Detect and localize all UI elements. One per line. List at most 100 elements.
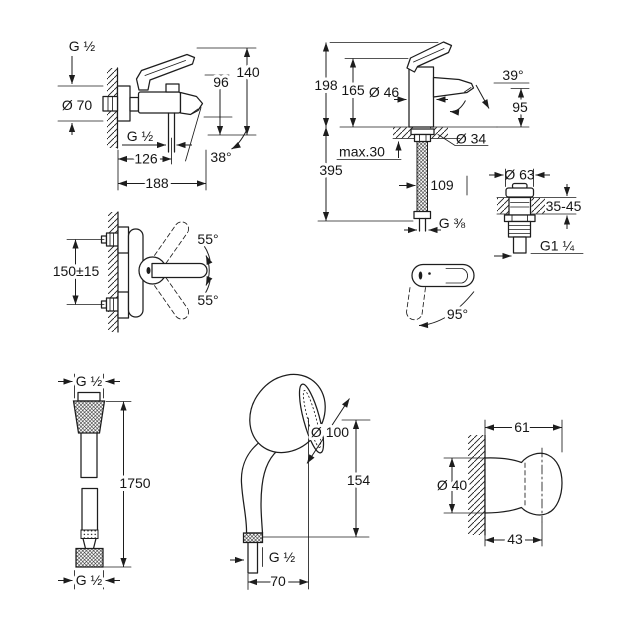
supply-hose [416,141,428,212]
lever-handle [135,53,196,91]
s-union [129,96,140,112]
tailpiece [512,236,527,254]
counter-hatch [531,198,545,214]
dim-drain-thread: G1 ¼ [540,238,575,254]
dim-holder-base-depth: 43 [507,531,523,547]
mounting-flange [410,128,435,136]
hand-shower-drawing: Ø 100 154 G ½ 70 [230,373,373,592]
thread-lines [508,225,531,234]
hose-fitting [413,210,432,220]
conical-nut [72,400,106,434]
dim-basin-spout-angle: 39° [502,67,523,83]
dim-mount-supply-distance: 150±15 [53,263,100,279]
hose-upper [80,432,98,479]
counter-hatch [430,127,448,139]
valve-body [508,196,532,216]
pivot-slot [418,271,423,280]
pivot-dot [428,272,431,275]
extension-lines [74,373,132,590]
lever-swing-drawing: 95° [406,263,475,329]
bath-mixer-drawing: G ½ Ø 70 96 140 G ½ 126 38° 188 [57,38,263,194]
dim-holder-depth: 61 [514,419,530,435]
dim-hose-length: 1750 [119,475,150,491]
dim-line-head-dia [306,398,350,464]
lever-handle [151,262,208,279]
knurled-nut [75,547,104,568]
union-nut [102,95,119,112]
aerator-line [190,108,199,115]
wall-holder-drawing: 61 Ø 40 43 [434,416,563,550]
dim-basin-spout-height: 165 [341,82,365,98]
dim-basin-deck-thickness: max.30 [339,144,385,160]
lever-detail [445,268,468,284]
valve-cap [505,187,535,198]
dim-bath-spout-height: 96 [213,74,229,90]
counter-hatch [393,127,415,139]
dim-basin-supply-offset: 109 [430,177,454,193]
dim-bath-supply-thread: G ½ [69,38,96,54]
dim-holder-dia: Ø 40 [437,477,468,493]
nut-facets [109,232,114,312]
hose-taper [82,537,97,550]
dim-basin-supply-thread: G ⅜ [439,215,466,231]
extension-lines [505,168,584,254]
dim-mount-swing-lower: 55° [197,292,218,308]
hose-crimp [80,529,99,539]
swing-arc-side [205,255,213,286]
drain-valve-drawing: Ø 63 35-45 G1 ¼ [489,167,584,260]
escutcheon [117,291,130,319]
union-nut [105,297,119,312]
hose-lower [81,487,99,531]
dim-hose-top-thread: G ½ [76,373,103,389]
counter-hatch [497,198,509,214]
dim-hose-bottom-thread: G ½ [76,572,103,588]
lever-detail [144,60,186,76]
spout [179,91,204,116]
dim-shower-head-dia: Ø 100 [311,424,349,440]
lever-position-lower [154,277,189,320]
dim-mount-swing-upper: 55° [197,231,218,247]
dim-bath-outlet-thread: G ½ [127,128,154,144]
dim-drain-deck-range: 35-45 [546,198,582,214]
wall-hatch [468,435,485,535]
dim-bath-spout-depth: 126 [134,151,158,167]
hub-slot [146,267,151,274]
body-detail [510,202,530,208]
lever-handle [406,41,453,73]
mounting-nut [413,133,432,143]
hose-fitting [77,391,101,402]
dim-bath-total-height: 140 [236,64,260,80]
flange-facets [511,214,528,222]
dim-basin-below-deck: 395 [319,162,343,178]
dim-bath-spout-angle: 38° [210,149,231,165]
shower-outlet [167,112,176,153]
dim-basin-body-dia: Ø 46 [369,84,400,100]
union-nut [105,232,119,247]
escutcheon [117,226,130,254]
dim-basin-total-height: 198 [314,77,338,93]
shower-handle [240,438,283,534]
dim-shower-offset: 70 [270,573,286,589]
mixer-body [408,66,435,128]
connector-knurl [242,532,264,544]
basin-mixer-drawing: 198 165 Ø 46 39° 95 Ø 34 max.30 395 109 … [311,41,531,234]
connector-tube [247,541,259,574]
dim-basin-outlet-height: 95 [512,99,528,115]
mixer-body [137,91,182,114]
shower-hose-drawing: G ½ 1750 G ½ [58,370,154,591]
angle-arc [231,130,247,150]
dim-shower-thread: G ½ [269,549,296,565]
lever-handle [411,263,475,288]
lever-lift-arrow [449,100,466,116]
dim-drain-flange-dia: Ø 63 [504,167,535,183]
swing-arc [418,291,475,329]
angle-arrow [475,84,490,109]
dim-basin-hole-dia: Ø 34 [456,131,487,147]
escutcheon [116,85,131,122]
aerator-line [464,87,472,93]
spout [432,76,475,98]
holder-body [484,452,563,516]
lever-position-upper [154,221,189,264]
